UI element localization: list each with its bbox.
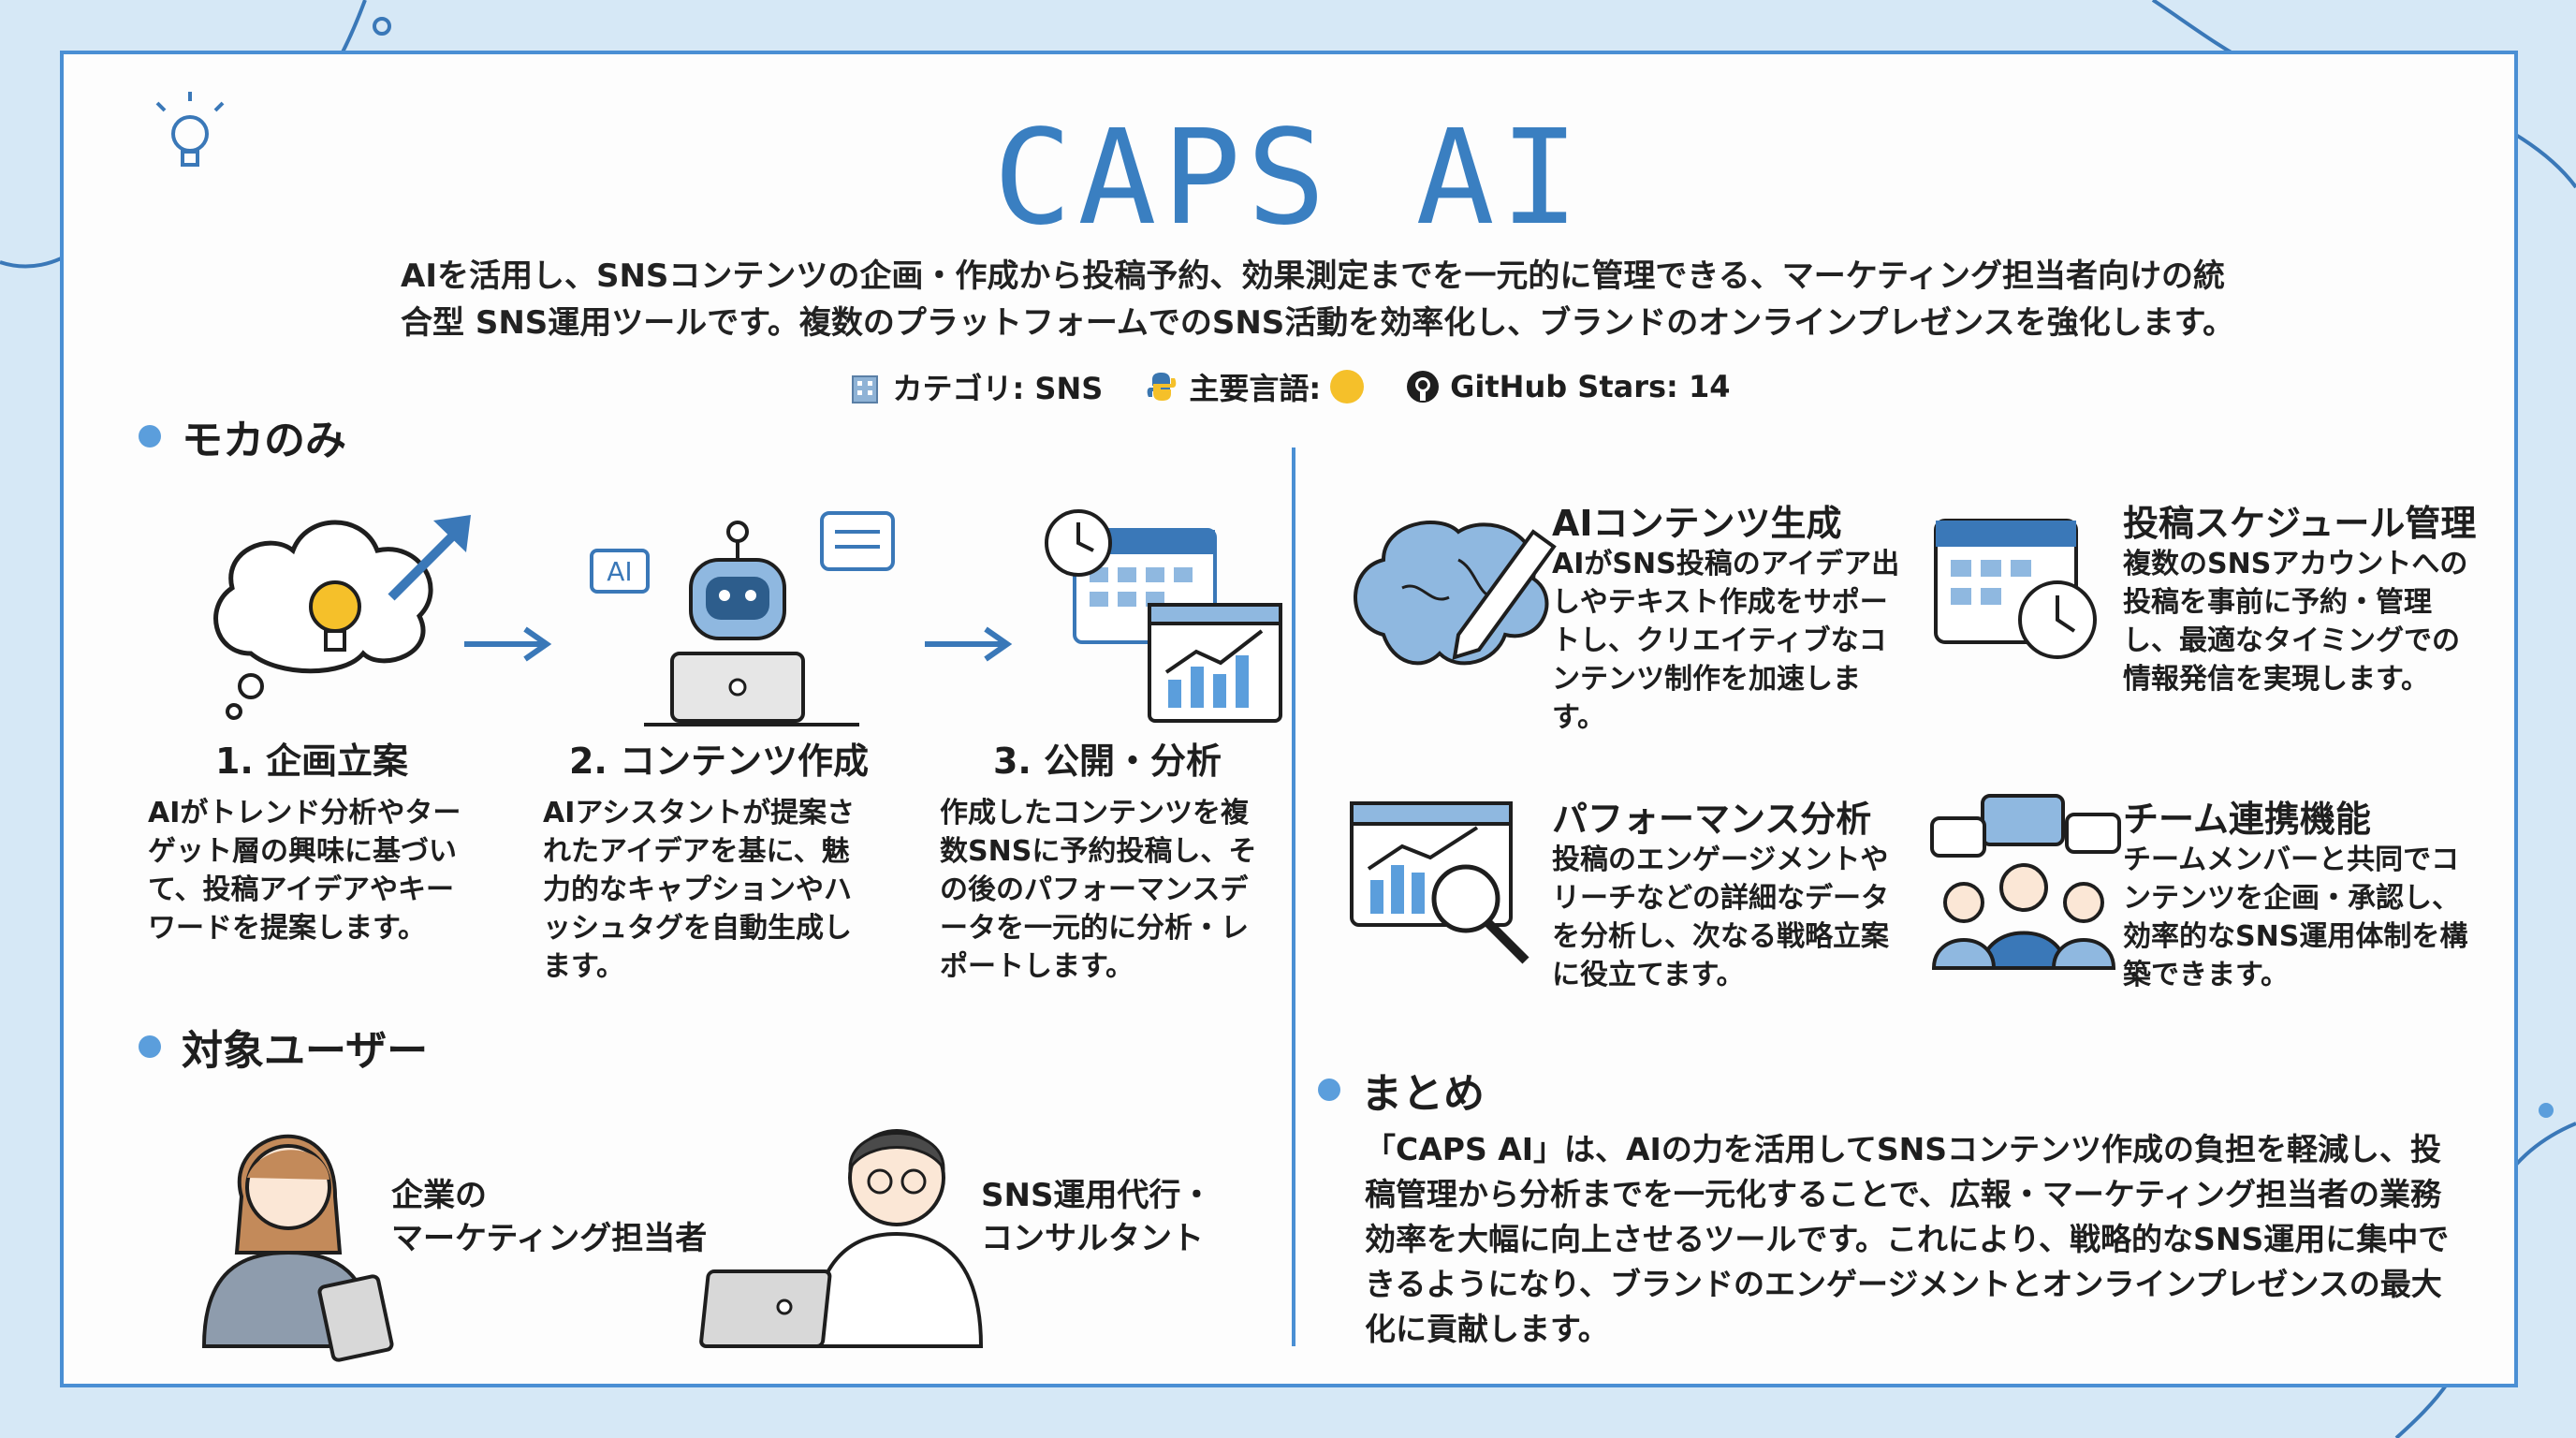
meta-row: カテゴリ: SNS 主要言語: GitHub Stars: 14 bbox=[64, 365, 2514, 408]
stars-meta: GitHub Stars: 14 bbox=[1405, 369, 1731, 404]
app-description: AIを活用し、SNSコンテンツの企画・作成から投稿予約、効果測定までを一元的に管… bbox=[401, 257, 2235, 342]
lightbulb-icon bbox=[155, 92, 225, 167]
users-heading: 対象ユーザー bbox=[139, 1017, 428, 1077]
summary-heading-text: まとめ bbox=[1361, 1070, 1485, 1118]
language-label: 主要言語: bbox=[1189, 371, 1322, 406]
bullet-dot bbox=[1318, 1078, 1340, 1101]
user-1-label: 企業の マーケティング担当者 bbox=[391, 1177, 708, 1257]
calendar-analytics-icon bbox=[1045, 509, 1282, 723]
ai-robot-icon: AI bbox=[590, 511, 895, 726]
bullet-dot bbox=[139, 1035, 161, 1058]
python-icon bbox=[1147, 373, 1177, 401]
feature-2-text: 複数のSNSアカウントへの投稿を事前に予約・管理し、最適なタイミングでの情報発信… bbox=[2123, 548, 2468, 696]
ai-badge-text: AI bbox=[607, 556, 632, 587]
users-heading-text: 対象ユーザー bbox=[182, 1027, 429, 1075]
step-3-text: 作成したコンテンツを複数SNSに予約投稿し、その後のパフォーマンスデータを一元的… bbox=[940, 797, 1257, 983]
feature-4-text: チームメンバーと共同でコンテンツを企画・承認し、効率的なSNS運用体制を構築でき… bbox=[2123, 844, 2468, 991]
building-icon bbox=[852, 375, 879, 404]
brain-pencil-icon bbox=[1354, 521, 1557, 666]
stars-label: GitHub Stars: 14 bbox=[1450, 369, 1731, 404]
step-2-title: 2. コンテンツ作成 bbox=[568, 741, 870, 782]
category-label: カテゴリ: SNS bbox=[892, 371, 1104, 406]
feature-4-title: チーム連携機能 bbox=[2123, 799, 2371, 840]
feature-2-title: 投稿スケジュール管理 bbox=[2123, 503, 2477, 544]
flow-heading: モカのみ bbox=[139, 406, 346, 466]
infographic-card: CAPS AI AIを活用し、SNSコンテンツの企画・作成から投稿予約、効果測定… bbox=[60, 51, 2518, 1387]
feature-1-text: AIがSNS投稿のアイデア出しやテキスト作成をサポートし、クリエイティブなコンテ… bbox=[1552, 548, 1900, 734]
section-divider bbox=[1292, 448, 1295, 1346]
feature-1-title: AIコンテンツ生成 bbox=[1552, 503, 1842, 544]
language-meta: 主要言語: bbox=[1144, 365, 1365, 408]
team-chat-icon bbox=[1930, 794, 2121, 970]
feature-3-text: 投稿のエンゲージメントやリーチなどの詳細なデータを分析し、次なる戦略立案に役立て… bbox=[1552, 844, 1889, 991]
arrow-right-icon bbox=[925, 626, 1013, 662]
step-1-title: 1. 企画立案 bbox=[214, 741, 409, 782]
feature-3-title: パフォーマンス分析 bbox=[1552, 799, 1872, 840]
flow-heading-text: モカのみ bbox=[182, 417, 346, 464]
summary-heading: まとめ bbox=[1318, 1060, 1485, 1120]
language-color-dot bbox=[1330, 370, 1365, 404]
summary-text: 「CAPS AI」は、AIの力を活用してSNSコンテンツ作成の負担を軽減し、投稿… bbox=[1365, 1131, 2450, 1347]
woman-with-tablet-icon bbox=[201, 1134, 394, 1362]
step-1-text: AIがトレンド分析やターゲット層の興味に基づいて、投稿アイデアやキーワードを提案… bbox=[148, 797, 461, 945]
arrow-right-icon bbox=[464, 626, 552, 662]
app-title: CAPS AI bbox=[992, 102, 1585, 255]
user-2-label: SNS運用代行・ コンサルタント bbox=[981, 1177, 1213, 1257]
category-meta: カテゴリ: SNS bbox=[847, 365, 1103, 408]
idea-cloud-icon bbox=[213, 515, 471, 720]
analytics-magnifier-icon bbox=[1350, 801, 1530, 964]
github-icon bbox=[1407, 371, 1440, 403]
schedule-calendar-icon bbox=[1934, 519, 2097, 659]
bullet-dot bbox=[139, 425, 161, 448]
man-with-laptop-icon bbox=[699, 1129, 984, 1348]
step-2-text: AIアシスタントが提案されたアイデアを基に、魅力的なキャプションやハッシュタグを… bbox=[543, 797, 856, 983]
step-3-title: 3. 公開・分析 bbox=[992, 741, 1222, 782]
